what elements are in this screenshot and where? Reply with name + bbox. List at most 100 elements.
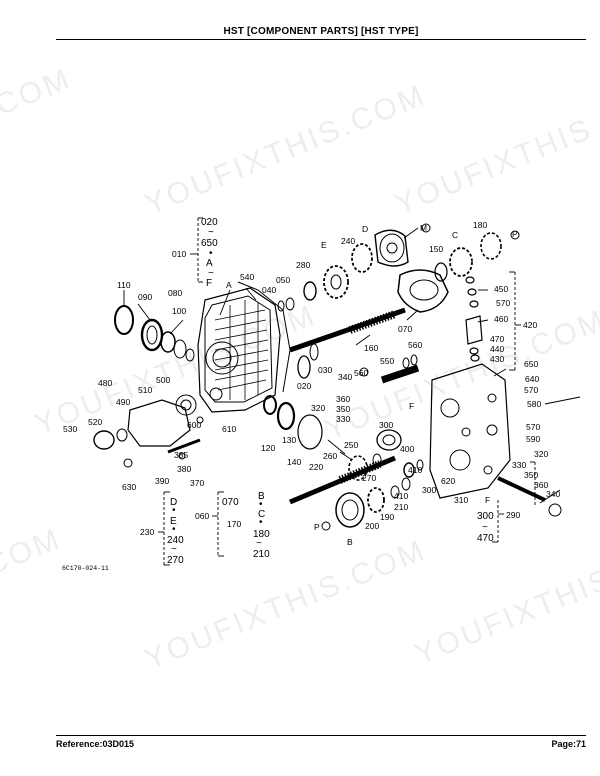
- callout-570-lower: 570: [526, 422, 540, 432]
- callout-110: 110: [117, 280, 131, 290]
- callout-360-left: 360: [336, 394, 350, 404]
- callout-E-col: E: [170, 516, 177, 527]
- callout-070-col: 070: [222, 497, 239, 508]
- callout-A-top: A: [206, 258, 213, 269]
- callout-210-col: 210: [253, 549, 270, 560]
- callout-430: 430: [490, 354, 504, 364]
- callout-140: 140: [287, 457, 301, 467]
- callout-120: 120: [261, 443, 275, 453]
- callout-040: 040: [262, 285, 276, 295]
- callout-310: 310: [454, 495, 468, 505]
- watermark: .COM YOUFIXTHIS.COM YOUFIXTHIS YOUFIXTHI…: [0, 62, 600, 676]
- callout-370: 370: [190, 478, 204, 488]
- callout-385: 385: [174, 450, 188, 460]
- callout-190: 190: [380, 512, 394, 522]
- callout-tilde-2: ~: [208, 268, 214, 279]
- page-number: Page:71: [551, 739, 586, 749]
- callout-400: 400: [400, 444, 414, 454]
- callout-300-col: 300: [477, 511, 494, 522]
- callout-320-left: 320: [311, 403, 325, 413]
- callout-450: 450: [494, 284, 508, 294]
- callout-620: 620: [441, 476, 455, 486]
- header-rule: [56, 39, 586, 40]
- footer-rule: [56, 735, 586, 736]
- callout-610: 610: [222, 424, 236, 434]
- callout-550: 550: [380, 356, 394, 366]
- svg-text:YOUFIXTHIS.COM: YOUFIXTHIS.COM: [140, 533, 431, 676]
- callout-270-col: 270: [167, 555, 184, 566]
- callout-520: 520: [88, 417, 102, 427]
- callout-170: 170: [227, 519, 241, 529]
- callout-F: F: [485, 495, 490, 505]
- callout-330-left: 330: [336, 414, 350, 424]
- callout-030: 030: [318, 365, 332, 375]
- callout-490: 490: [116, 397, 130, 407]
- callout-150: 150: [429, 244, 443, 254]
- callout-070: 070: [398, 324, 412, 334]
- callout-650-top: 650: [201, 238, 218, 249]
- callout-300: 300: [422, 485, 436, 495]
- callout-530: 530: [63, 424, 77, 434]
- callout-P-top: P: [512, 229, 518, 239]
- callout-F-top: F: [206, 278, 212, 289]
- callout-B-col: B: [258, 491, 265, 502]
- callout-080: 080: [168, 288, 182, 298]
- callout-P: P: [314, 522, 320, 532]
- callout-230: 230: [140, 527, 154, 537]
- callout-360: 360: [534, 480, 548, 490]
- callout-D-col: D: [170, 497, 177, 508]
- svg-text:YOUFIXTHIS.COM: YOUFIXTHIS.COM: [140, 78, 431, 221]
- callout-290: 290: [506, 510, 520, 520]
- callout-650: 650: [524, 359, 538, 369]
- callout-270: 270: [362, 473, 376, 483]
- callout-050: 050: [276, 275, 290, 285]
- callout-200: 200: [365, 521, 379, 531]
- callout-630: 630: [122, 482, 136, 492]
- callout-tilde-1: ~: [208, 227, 214, 238]
- callout-B: B: [347, 537, 353, 547]
- callout-340: 340: [546, 489, 560, 499]
- callout-330: 330: [512, 460, 526, 470]
- diagram-code: 6C170-024-11: [62, 565, 109, 572]
- callout-F-mid: F: [409, 401, 414, 411]
- callout-390: 390: [155, 476, 169, 486]
- callout-010: 010: [172, 249, 186, 259]
- svg-text:YOUFIXTHIS: YOUFIXTHIS: [390, 112, 597, 221]
- callout-580: 580: [527, 399, 541, 409]
- reference-label: Reference:03D015: [56, 739, 135, 749]
- callout-500: 500: [156, 375, 170, 385]
- callout-540: 540: [240, 272, 254, 282]
- callout-460: 460: [494, 314, 508, 324]
- callout-tilde-5: ~: [482, 522, 488, 533]
- callout-560: 560: [354, 368, 368, 378]
- exploded-drawing: [93, 217, 581, 566]
- callout-tilde-3: ~: [171, 544, 177, 555]
- callout-440: 440: [490, 344, 504, 354]
- callout-100: 100: [172, 306, 186, 316]
- callout-dot-4: •: [259, 499, 263, 510]
- callout-090: 090: [138, 292, 152, 302]
- callout-060: 060: [195, 511, 209, 521]
- callout-380: 380: [177, 464, 191, 474]
- callout-220: 220: [309, 462, 323, 472]
- callout-470: 470: [490, 334, 504, 344]
- callout-A: A: [226, 280, 232, 290]
- callout-240-col: 240: [167, 535, 184, 546]
- callout-640: 640: [525, 374, 539, 384]
- callout-570: 570: [524, 385, 538, 395]
- callout-E: E: [321, 240, 327, 250]
- callout-160: 160: [364, 343, 378, 353]
- callout-240: 240: [341, 236, 355, 246]
- callout-dot-3: •: [172, 524, 176, 535]
- callout-180-col: 180: [253, 529, 270, 540]
- callout-410-lower: 410: [394, 491, 408, 501]
- callout-020: 020: [297, 381, 311, 391]
- callout-dot-5: •: [259, 517, 263, 528]
- callout-600: 600: [187, 420, 201, 430]
- callout-410: 410: [408, 465, 422, 475]
- callout-260: 260: [323, 451, 337, 461]
- callout-590: 590: [526, 434, 540, 444]
- callout-dot-2: •: [172, 505, 176, 516]
- callout-320: 320: [534, 449, 548, 459]
